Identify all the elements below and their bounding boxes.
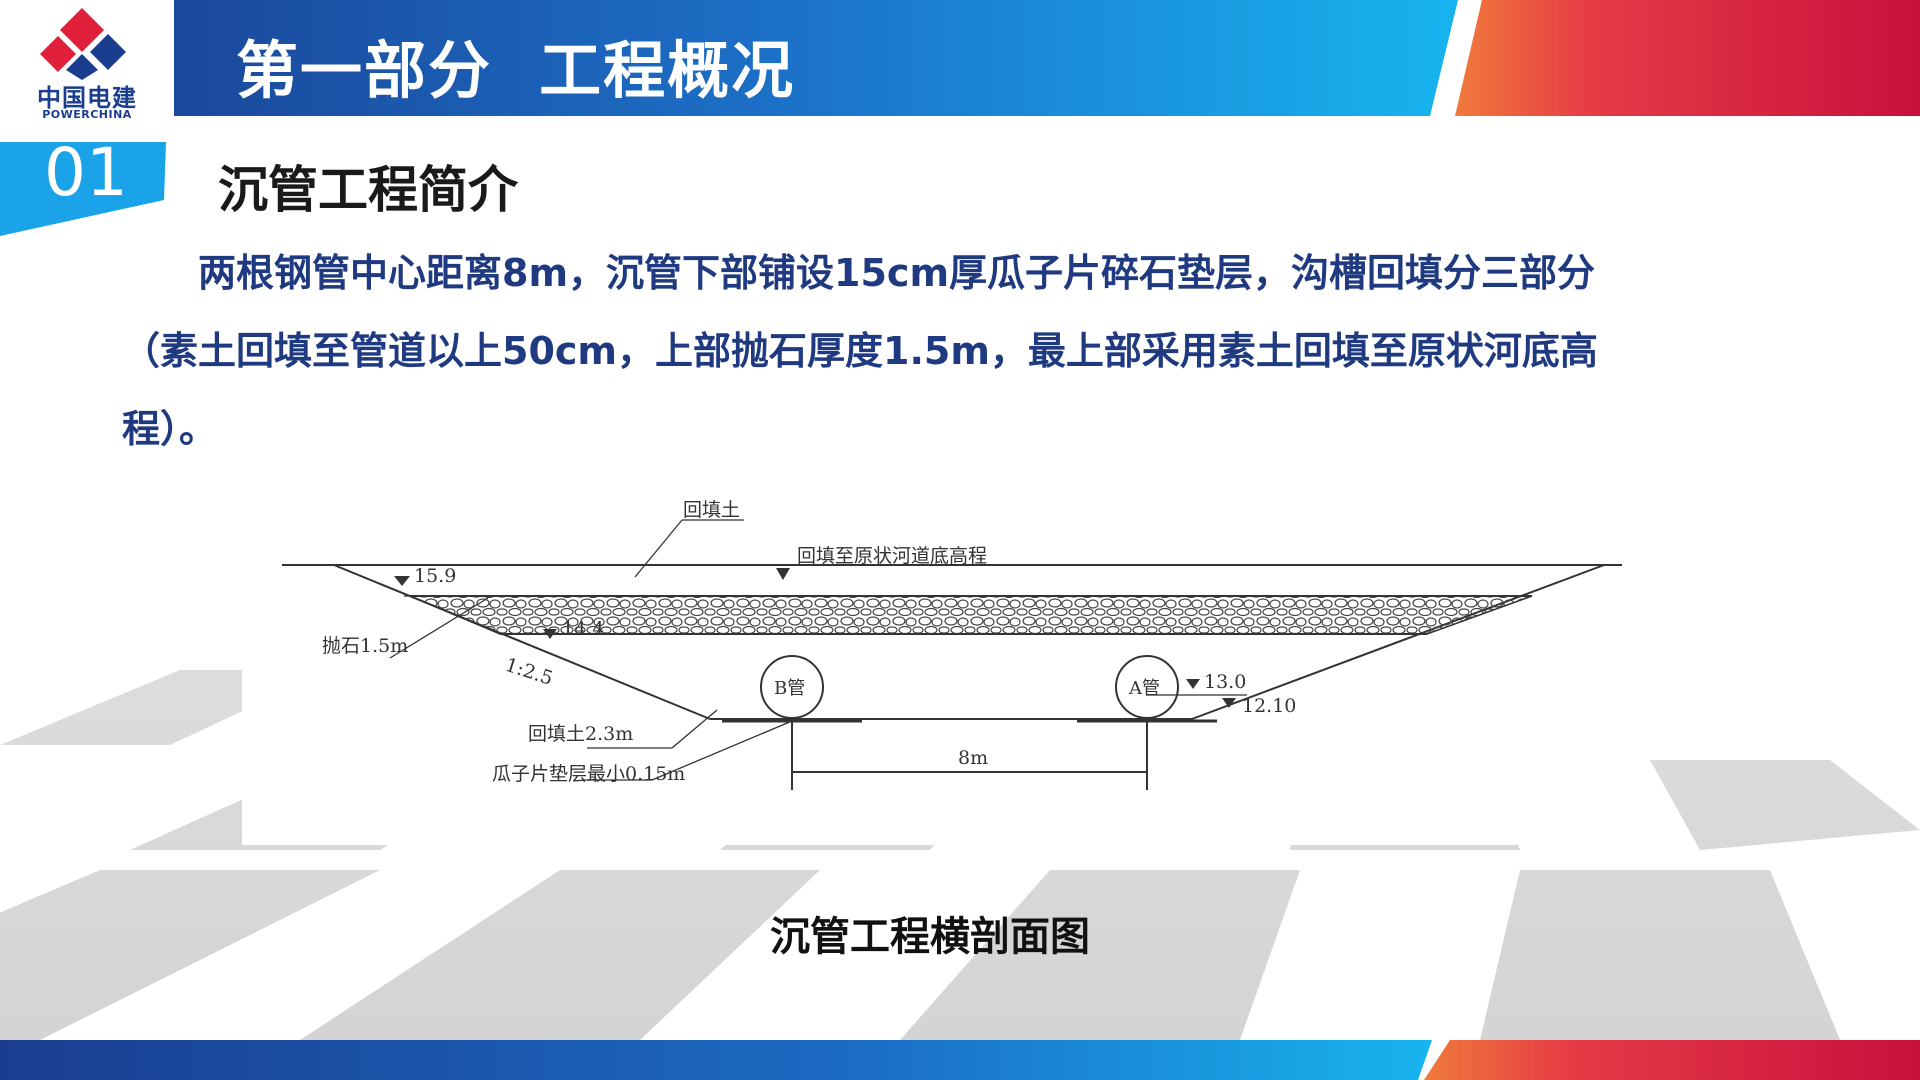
section-number: 01	[44, 134, 128, 211]
elevation-mid: 14.4	[562, 618, 604, 640]
elevation-left: 15.9	[414, 565, 456, 587]
diagram-canvas: 回填土 回填至原状河道底高程 15.9 14.4 抛石1.5m 1:2.5 B管…	[242, 490, 1622, 845]
label-cushion: 瓜子片垫层最小0.15m	[492, 763, 685, 785]
label-pipe-b: B管	[774, 678, 805, 699]
label-backfill-depth: 回填土2.3m	[528, 723, 633, 745]
label-riprap: 抛石1.5m	[322, 635, 408, 657]
label-backfill: 回填土	[683, 499, 740, 521]
elevation-right-top: 13.0	[1204, 671, 1246, 693]
label-spacing: 8m	[958, 747, 988, 769]
diagram-caption: 沉管工程横剖面图	[770, 914, 1090, 960]
elevation-right-bottom: 12.10	[1242, 695, 1296, 717]
paragraph-line-1: 两根钢管中心距离8m，沉管下部铺设15cm厚瓜子片碎石垫层，沟槽回填分三部分	[122, 251, 1596, 295]
footer-band	[0, 1040, 1920, 1080]
header-band	[0, 0, 1920, 116]
cross-section-diagram: 回填土 回填至原状河道底高程 15.9 14.4 抛石1.5m 1:2.5 B管…	[242, 490, 1622, 845]
label-pipe-a: A管	[1128, 678, 1160, 699]
intro-paragraph: 两根钢管中心距离8m，沉管下部铺设15cm厚瓜子片碎石垫层，沟槽回填分三部分 （…	[122, 234, 1772, 468]
logo-text-cn: 中国电建	[37, 84, 137, 112]
section-number-tab	[0, 142, 166, 236]
logo-mark-icon	[40, 8, 126, 80]
section-subtitle: 沉管工程简介	[218, 161, 518, 219]
label-original-bed: 回填至原状河道底高程	[797, 545, 987, 567]
paragraph-line-3: 程）。	[122, 407, 218, 451]
logo: 中国电建 POWERCHINA	[0, 0, 174, 121]
page-title: 第一部分 工程概况	[236, 34, 796, 107]
paragraph-line-2: （素土回填至管道以上50cm，上部抛石厚度1.5m，最上部采用素土回填至原状河底…	[122, 329, 1598, 373]
logo-text-en: POWERCHINA	[42, 108, 132, 121]
